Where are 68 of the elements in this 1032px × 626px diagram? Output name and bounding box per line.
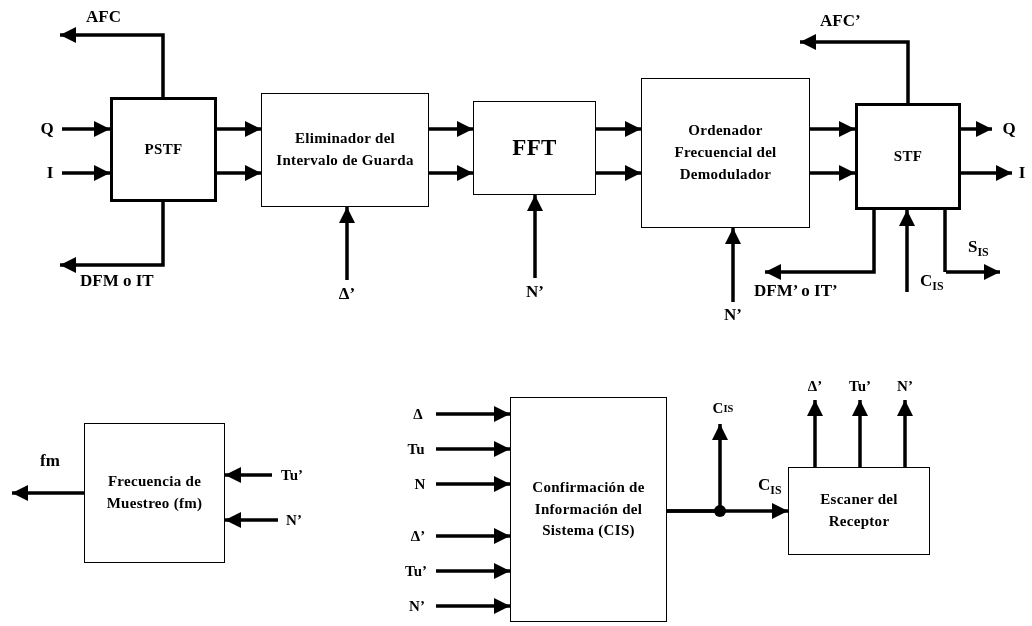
arrow (225, 467, 272, 483)
arrow (436, 598, 510, 614)
arrow (339, 207, 355, 280)
arrow (527, 195, 543, 278)
process-box (788, 467, 930, 555)
arrow (62, 121, 110, 137)
arrow (60, 27, 165, 97)
process-box (641, 78, 810, 228)
signal-label: Tu’ (840, 372, 880, 400)
arrow (436, 441, 510, 457)
arrow (217, 121, 261, 137)
arrow (961, 121, 992, 137)
arrow (725, 228, 741, 302)
signal-label: Q (992, 115, 1026, 143)
signal-label: Δ’ (798, 372, 832, 400)
arrow (436, 476, 510, 492)
arrow (596, 165, 641, 181)
box-label: PSTF (143, 139, 184, 159)
arrow (12, 485, 84, 501)
signal-label: N’ (278, 506, 310, 534)
signal-label: Δ’ (330, 280, 364, 308)
box-label: Frecuencia de Muestreo (fm) (105, 472, 204, 513)
arrow (217, 165, 261, 181)
arrow (943, 210, 1000, 280)
box-label: Escaner del Receptor (819, 490, 899, 531)
arrow (961, 165, 1012, 181)
box-label: Confirmación de Información del Sistema (CIS) (531, 477, 646, 541)
process-box (473, 101, 596, 195)
process-box (84, 423, 225, 563)
signal-label: Q (32, 115, 62, 143)
arrow (225, 512, 278, 528)
arrow (429, 121, 473, 137)
signal-label: Δ’ (400, 522, 436, 550)
arrow (899, 210, 915, 292)
arrow (62, 165, 110, 181)
arrow (596, 121, 641, 137)
arrow (800, 34, 910, 103)
arrow (667, 503, 788, 519)
arrow (60, 202, 165, 273)
arrow (807, 400, 823, 467)
signal-label: I (1012, 159, 1032, 187)
process-box (261, 93, 429, 207)
arrow (436, 528, 510, 544)
signal-label: Tu’ (396, 557, 436, 585)
box-label: STF (892, 146, 924, 166)
signal-label: N’ (716, 302, 750, 328)
box-label: Ordenador Frecuencial del Demodulador (673, 121, 778, 184)
signal-label: Tu’ (272, 461, 312, 489)
signal-label: N’ (398, 592, 436, 620)
arrow (429, 165, 473, 181)
signal-label: N’ (888, 372, 922, 400)
signal-label: Δ (400, 400, 436, 428)
arrow (810, 165, 855, 181)
signal-label: Tu (396, 435, 436, 463)
arrow (810, 121, 855, 137)
box-label: FFT (511, 134, 558, 163)
process-box (110, 97, 217, 202)
arrow (897, 400, 913, 467)
box-label: Eliminador del Intervalo de Guarda (275, 129, 415, 170)
arrow (765, 210, 876, 280)
arrow (436, 563, 510, 579)
arrow (436, 406, 510, 422)
signal-label: N (404, 470, 436, 498)
signal-label: N’ (518, 278, 552, 306)
process-box (855, 103, 961, 210)
process-box (510, 397, 667, 622)
arrow (852, 400, 868, 467)
signal-label: I (38, 159, 62, 187)
